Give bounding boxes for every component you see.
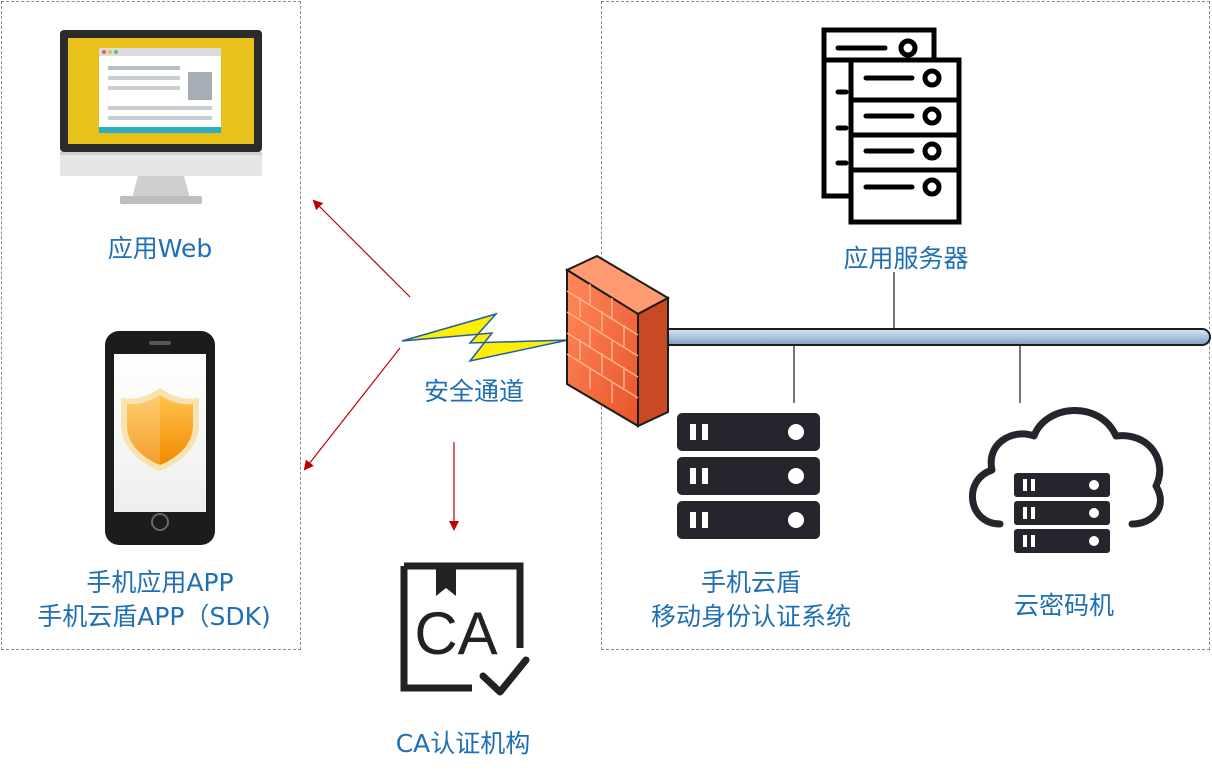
hsm-label: 云密码机 [1013,591,1114,620]
shield-system-label-line1: 手机云盾 [700,568,801,597]
shield-icon [121,388,199,471]
ca-icon-text: CA [414,600,497,667]
server-rack-icon [821,27,962,225]
auth-server-icon [677,413,820,539]
client-group-box [1,1,301,650]
web-label: 应用Web [107,234,213,263]
app-label-line2: 手机云盾APP（SDK) [37,602,271,631]
app-server-label: 应用服务器 [843,244,969,273]
network-bus [659,272,1211,403]
lightning-icon [401,312,569,363]
app-label-line1: 手机应用APP [86,568,234,597]
server-rack-details [835,38,942,197]
ca-label: CA认证机构 [395,729,531,758]
ca-certificate-icon: CA [400,562,530,696]
firewall-icon [564,254,671,428]
shield-system-label-line2: 移动身份认证系统 [650,602,851,631]
arrow-to-web [312,199,411,298]
arrow-to-app [303,347,401,471]
cloud-hsm-icon [968,407,1164,553]
secure-channel-label: 安全通道 [423,377,524,406]
monitor-icon [60,30,262,204]
